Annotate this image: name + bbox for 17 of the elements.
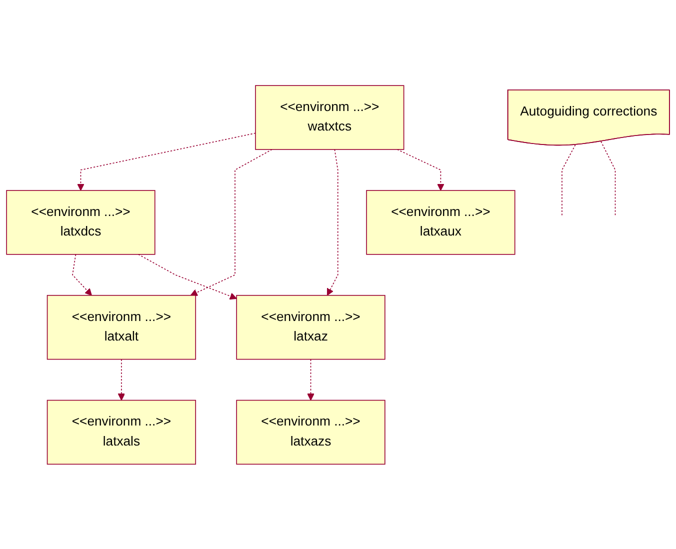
- arrow: [326, 148, 338, 296]
- node-box: <<environm ...>> latxaz: [236, 294, 386, 360]
- node-box: <<environm ...>> watxtcs: [255, 84, 404, 150]
- node-box: <<environm ...>> latxalt: [46, 294, 196, 360]
- arrow: [118, 358, 126, 400]
- arrow: [77, 132, 256, 190]
- node-box: <<environm ...>> latxals: [46, 399, 196, 464]
- connector: [562, 144, 576, 216]
- arrow: [72, 254, 92, 296]
- node-box: <<environm ...>> latxaux: [366, 190, 516, 254]
- connector: [600, 140, 616, 216]
- arrow: [138, 254, 237, 300]
- node-box: <<environm ...>> latxazs: [236, 399, 386, 464]
- arrow: [396, 148, 444, 190]
- arrow: [190, 148, 272, 296]
- arrow: [307, 358, 314, 400]
- node-box: <<environm ...>> latxdcs: [6, 190, 156, 254]
